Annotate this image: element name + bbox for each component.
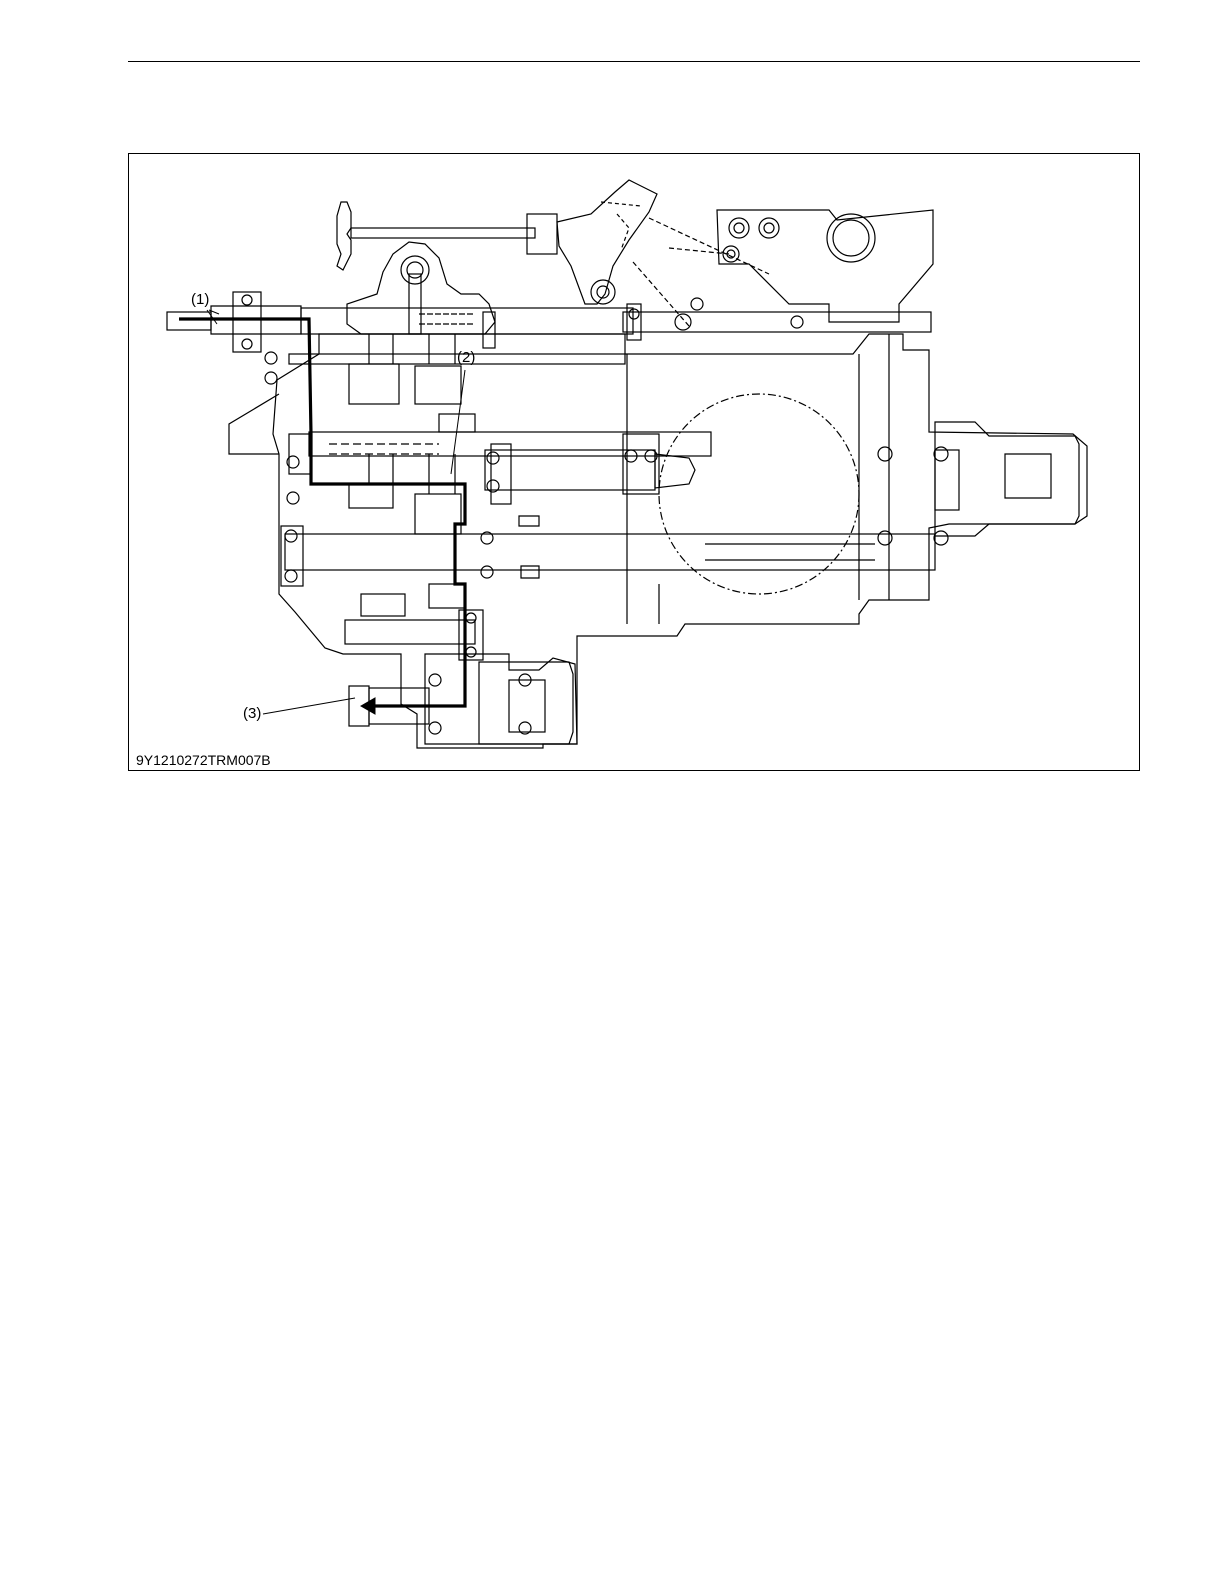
ring-gear-outline <box>659 394 859 594</box>
gear-set <box>265 334 539 616</box>
pto-output-housing <box>349 654 577 744</box>
power-flow-arrowhead <box>361 698 375 714</box>
counter-shaft <box>289 432 711 504</box>
callout-1: (1) <box>191 292 209 307</box>
upper-housing <box>623 210 933 332</box>
figure-frame: (1) (2) (3) 9Y1210272TRM007B <box>128 153 1140 771</box>
figure-id: 9Y1210272TRM007B <box>136 752 271 768</box>
leader-line-2 <box>451 370 465 474</box>
power-flow-path <box>179 319 465 706</box>
lower-shaft <box>345 610 483 660</box>
middle-shaft <box>485 434 695 494</box>
leader-line-3 <box>263 698 355 714</box>
callout-2: (2) <box>457 350 475 365</box>
rear-coupling <box>878 422 1079 545</box>
shift-lever <box>337 180 657 304</box>
shift-fork <box>347 242 495 348</box>
transmission-cross-section <box>129 154 1139 770</box>
input-shaft <box>167 292 641 352</box>
callout-3: (3) <box>243 706 261 721</box>
header-rule <box>128 61 1140 62</box>
